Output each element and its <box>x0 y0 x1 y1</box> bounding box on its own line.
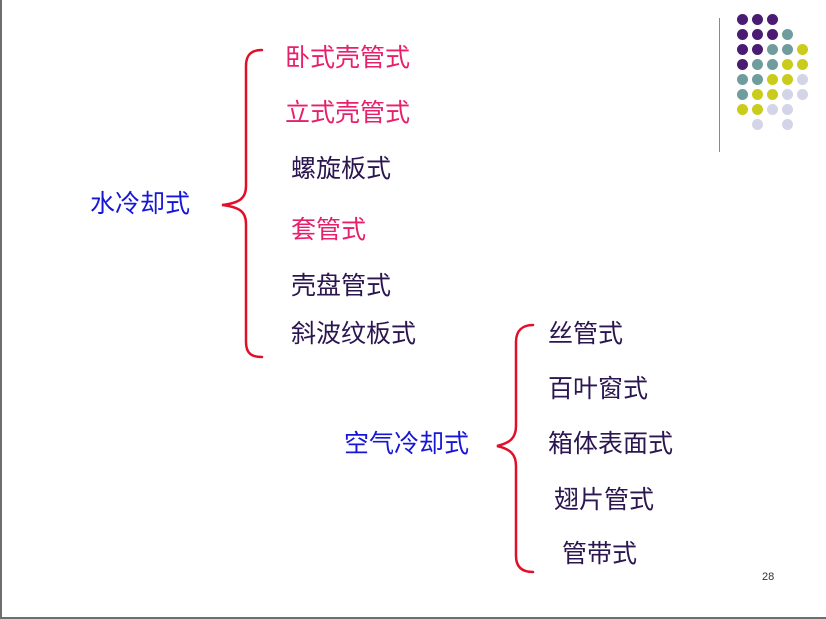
decorative-dot <box>752 44 763 55</box>
decorative-dot <box>752 14 763 25</box>
decorative-dot <box>752 74 763 85</box>
decorative-dot <box>737 89 748 100</box>
decorative-dot <box>797 89 808 100</box>
water-cooling-item-shell-coil: 壳盘管式 <box>291 271 392 300</box>
air-cooling-item-tube-belt: 管带式 <box>562 539 638 568</box>
air-cooling-title: 空气冷却式 <box>344 429 470 458</box>
water-cooling-item-corrugated-plate: 斜波纹板式 <box>291 319 417 348</box>
decorative-dot <box>767 74 778 85</box>
water-cooling-item-vertical-shell-tube: 立式壳管式 <box>285 98 411 127</box>
water-cooling-brace <box>221 48 264 359</box>
air-cooling-item-louver: 百叶窗式 <box>548 374 649 403</box>
decorative-dot <box>797 44 808 55</box>
decorative-dot <box>767 89 778 100</box>
decorative-dot <box>782 89 793 100</box>
decorative-dot <box>782 119 793 130</box>
water-cooling-item-double-pipe: 套管式 <box>291 215 367 244</box>
decorative-dot <box>737 29 748 40</box>
decorative-dot <box>782 104 793 115</box>
decorative-divider-line <box>719 18 720 152</box>
air-cooling-item-cabinet-surface: 箱体表面式 <box>548 429 674 458</box>
decorative-dot <box>782 29 793 40</box>
decorative-dot <box>767 14 778 25</box>
decorative-dot <box>782 74 793 85</box>
air-cooling-brace <box>496 323 535 574</box>
decorative-dot <box>767 44 778 55</box>
decorative-dot <box>782 44 793 55</box>
decorative-dot <box>767 59 778 70</box>
decorative-dot <box>752 119 763 130</box>
decorative-dot <box>797 59 808 70</box>
decorative-dot <box>737 44 748 55</box>
page-number: 28 <box>762 571 775 583</box>
decorative-dot <box>752 59 763 70</box>
decorative-dot <box>767 104 778 115</box>
decorative-dot <box>737 104 748 115</box>
water-cooling-item-horizontal-shell-tube: 卧式壳管式 <box>285 43 411 72</box>
slide-frame-left <box>0 0 2 619</box>
decorative-dot <box>752 89 763 100</box>
air-cooling-item-wire-tube: 丝管式 <box>548 319 624 348</box>
decorative-dot <box>737 59 748 70</box>
water-cooling-item-spiral-plate: 螺旋板式 <box>291 154 392 183</box>
decorative-dot <box>752 104 763 115</box>
decorative-dot <box>737 14 748 25</box>
decorative-dot <box>767 29 778 40</box>
slide-frame-bottom <box>0 617 826 619</box>
decorative-dot <box>782 59 793 70</box>
air-cooling-item-finned-tube: 翅片管式 <box>554 485 655 514</box>
decorative-dot <box>737 74 748 85</box>
decorative-dot <box>797 74 808 85</box>
decorative-dot <box>752 29 763 40</box>
water-cooling-title: 水冷却式 <box>90 189 191 218</box>
